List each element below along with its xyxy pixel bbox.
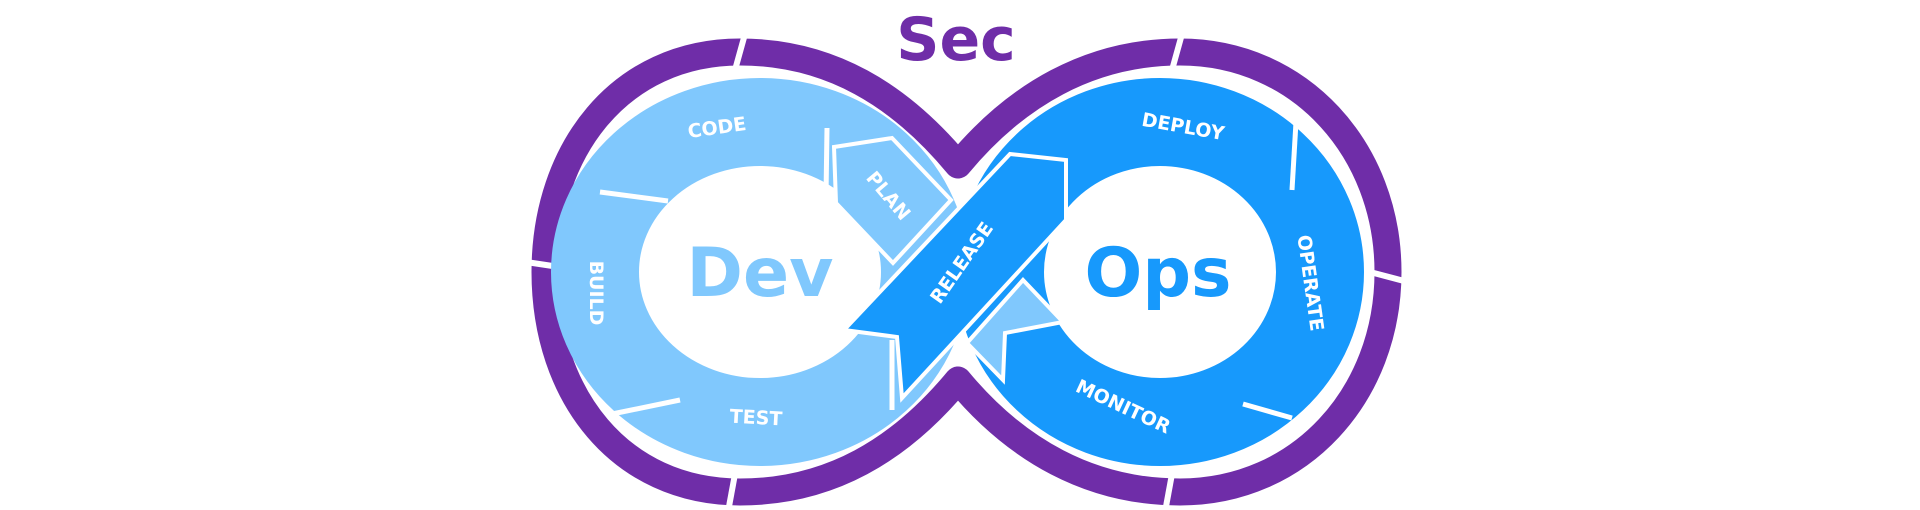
stage-build: BUILD [585, 261, 607, 326]
sec-title: Sec [896, 5, 1015, 75]
segment-separators [599, 121, 1299, 421]
dev-title: Dev [687, 234, 834, 313]
release-band [839, 151, 1068, 403]
loop-arrow-breaks [525, 33, 1409, 510]
ops-title: Ops [1085, 234, 1232, 313]
ops-light-segment [964, 277, 1067, 385]
stage-test: TEST [729, 406, 783, 431]
sec-loop [531, 38, 1402, 506]
plan-segment [831, 135, 954, 266]
